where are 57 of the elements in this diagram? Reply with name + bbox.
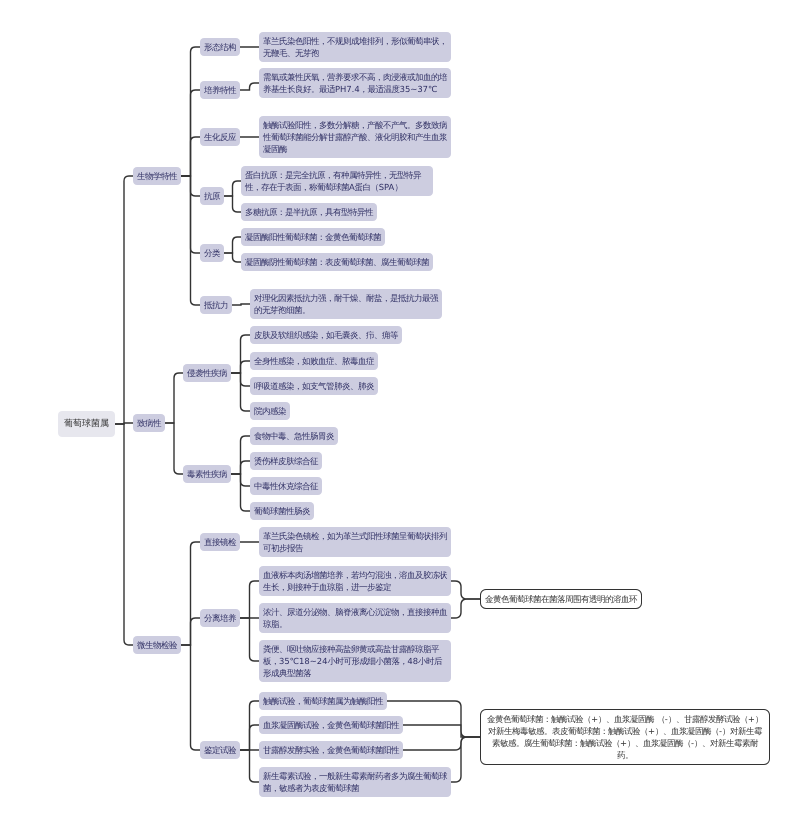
connector-line: [240, 749, 259, 783]
connector-line: [240, 46, 259, 48]
topic-box: 抵抗力: [200, 296, 232, 314]
topic-box: 抗原: [200, 187, 224, 205]
topic-box: 对理化因素抵抗力强，耐干燥、耐盐，是抵抗力最强的无芽孢细菌。: [250, 289, 442, 319]
topic-box: 形态结构: [200, 38, 240, 56]
topic-box: 葡萄球菌性肠炎: [250, 502, 314, 520]
topic-box: 生物学特性: [133, 167, 181, 185]
connector-line: [165, 422, 183, 475]
topic-box: 革兰氏染色阳性，不规则成堆排列，形似葡萄串状，无鞭毛、无芽孢: [259, 32, 451, 62]
connector-line: [240, 617, 259, 662]
note-box: 金黄色葡萄球菌在菌落周围有透明的溶血环: [480, 589, 642, 609]
connector-line: [240, 541, 259, 543]
topic-box: 革兰氏染色镜检，如为革兰式阳性球菌呈葡萄状排列可初步报告: [259, 527, 451, 557]
connector-line: [181, 644, 200, 751]
topic-box: 鉴定试验: [200, 741, 240, 759]
connector-line: [240, 136, 259, 138]
topic-box: 血浆凝固酶试验，金黄色葡萄球菌阳性: [259, 716, 403, 734]
topic-box: 呼吸道感染，如支气管肺炎、肺炎: [250, 377, 378, 395]
connector-line: [115, 423, 133, 646]
topic-box: 多糖抗原：是半抗原，具有型特异性: [241, 203, 377, 221]
topic-box: 粪便、呕吐物应接种高盐卵黄或高盐甘露醇琼脂平板，35℃18~24小时可形成细小菌落，48小时后形成典型菌落: [259, 640, 451, 682]
connector-line: [224, 252, 241, 263]
topic-box: 毒素性疾病: [183, 465, 231, 483]
connector-line: [232, 303, 250, 306]
topic-box: 生化反应: [200, 128, 240, 146]
topic-box: 直接镜检: [200, 533, 240, 551]
connector-line: [231, 372, 250, 412]
topic-box: 触酶试验阳性，多数分解糖，产酸不产气。多数致病性葡萄球菌能分解甘露醇产酸、液化明胶和产生血浆凝固酶: [259, 116, 451, 158]
topic-box: 分类: [200, 244, 224, 262]
topic-box: 新生霉素试验，一般新生霉素耐药者多为腐生葡萄球菌，敏感者为表皮葡萄球菌: [259, 767, 451, 797]
connector-line: [231, 473, 250, 512]
topic-box: 培养特性: [200, 81, 240, 99]
connector-line: [240, 82, 259, 91]
topic-box: 皮肤及软组织感染，如毛囊炎、疖、痈等: [250, 326, 402, 344]
topic-box: 浓汁、尿道分泌物、脑脊液离心沉淀物，直接接种血琼脂。: [259, 603, 451, 633]
topic-box: 甘露醇发酵实验，金黄色葡萄球菌阳性: [259, 741, 403, 759]
topic-box: 院内感染: [250, 402, 290, 420]
topic-box: 分离培养: [200, 609, 240, 627]
topic-box: 烫伤样皮肤综合征: [250, 452, 322, 470]
bracket-connector: [451, 736, 480, 783]
topic-box: 触酶试验，葡萄球菌属为触酶阳性: [259, 692, 387, 710]
topic-box: 蛋白抗原：是完全抗原，有种属特异性，无型特异性，存在于表面，称葡萄球菌A蛋白（SPA）: [241, 166, 433, 196]
topic-box: 食物中毒、急性肠胃炎: [250, 427, 338, 445]
connector-line: [181, 175, 200, 306]
topic-box: 微生物检验: [133, 636, 181, 654]
topic-box: 需氧或兼性厌氧，营养要求不高，肉浸液或加血的培养基生长良好。最适PH7.4，最适温度35~37℃: [259, 68, 451, 98]
topic-box: 凝固酶阴性葡萄球菌：表皮葡萄球菌、腐生葡萄球菌: [241, 253, 433, 271]
topic-box: 凝固酶阳性葡萄球菌：金黄色葡萄球菌: [241, 228, 385, 246]
topic-box: 血液标本肉汤增菌培养，若均匀混浊，溶血及胶冻状生长，则接种于血琼脂，进一步鉴定: [259, 566, 451, 596]
root-topic: 葡萄球菌属: [58, 411, 115, 437]
note-box: 金黄色葡萄球菌：触酶试验（+）、血浆凝固酶 （-）、甘露醇发酵试验（+）对新生梅毒敏感。表皮葡萄球菌：触酶试验（+）、血浆凝固酶（-）对新生霉素敏感。腐生葡萄球菌：触酶试验（+）、血浆凝固酶（-）、对新生霉素耐药。: [480, 709, 770, 765]
topic-box: 侵袭性疾病: [183, 364, 231, 382]
connector-line: [224, 195, 241, 213]
topic-box: 致病性: [133, 414, 165, 432]
topic-box: 中毒性休克综合征: [250, 477, 322, 495]
topic-box: 全身性感染，如败血症、脓毒血症: [250, 352, 378, 370]
